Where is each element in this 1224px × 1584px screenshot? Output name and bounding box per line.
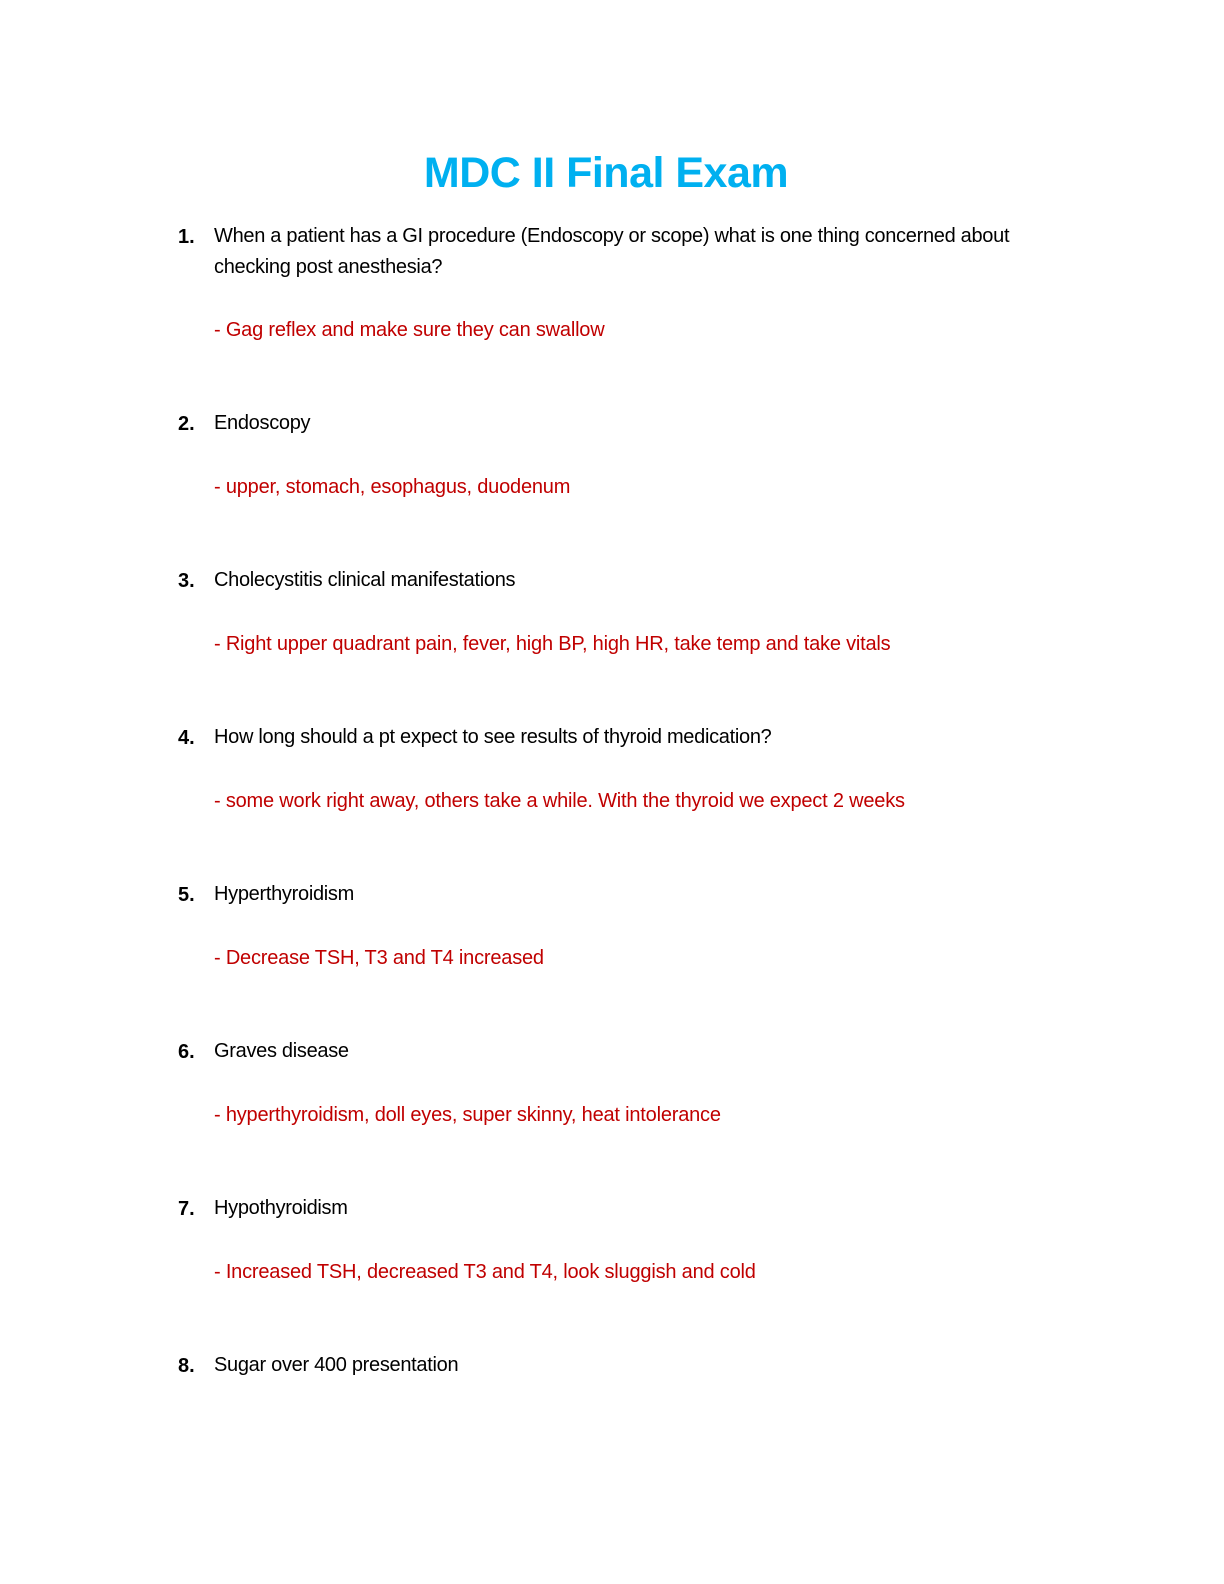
question-text: Hyperthyroidism xyxy=(214,883,354,905)
question-text: Graves disease xyxy=(214,1040,349,1062)
answer-text: - Increased TSH, decreased T3 and T4, lo… xyxy=(214,1261,756,1283)
page-title: MDC II Final Exam xyxy=(423,149,789,197)
question-text: Endoscopy xyxy=(214,412,311,434)
question-text: Cholecystitis clinical manifestations xyxy=(214,569,516,591)
question-text: When a patient has a GI procedure (Endos… xyxy=(214,225,1010,278)
question-number: 7. xyxy=(178,1198,195,1220)
question-number: 2. xyxy=(178,413,195,435)
answer-text: - Right upper quadrant pain, fever, high… xyxy=(214,633,891,655)
question-text: Sugar over 400 presentation xyxy=(214,1354,459,1376)
question-number: 6. xyxy=(178,1041,195,1063)
question-text: How long should a pt expect to see resul… xyxy=(214,726,772,748)
answer-text: - Gag reflex and make sure they can swal… xyxy=(214,319,605,341)
question-number: 3. xyxy=(178,570,195,592)
answer-text: - some work right away, others take a wh… xyxy=(214,790,905,812)
answer-text: - Decrease TSH, T3 and T4 increased xyxy=(214,947,544,969)
question-text: Hypothyroidism xyxy=(214,1197,348,1219)
question-number: 8. xyxy=(178,1355,195,1377)
answer-text: - hyperthyroidism, doll eyes, super skin… xyxy=(214,1104,721,1126)
question-number: 5. xyxy=(178,884,195,906)
question-number: 4. xyxy=(178,727,195,749)
question-number: 1. xyxy=(178,226,195,248)
answer-text: - upper, stomach, esophagus, duodenum xyxy=(214,476,571,498)
